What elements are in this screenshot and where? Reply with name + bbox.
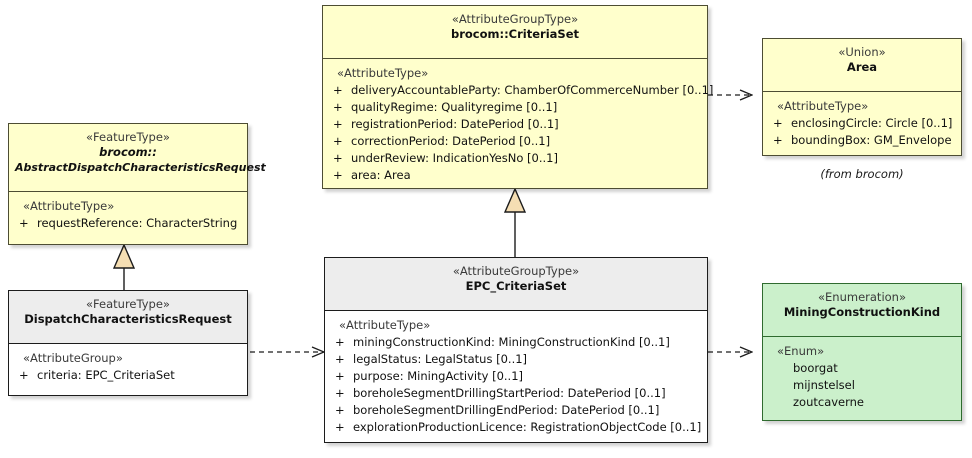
class-name: MiningConstructionKind [783, 305, 941, 319]
attribute-visibility: + [335, 335, 345, 349]
attribute-visibility: + [333, 134, 343, 148]
attribute-group-stereotype: «AttributeType» [337, 66, 429, 80]
class-name-line-1: brocom:: [99, 145, 157, 159]
attribute-group-stereotype: «AttributeType» [777, 99, 869, 113]
attribute-visibility: + [773, 133, 783, 147]
attribute-signature: registrationPeriod: DatePeriod [0..1] [351, 117, 559, 131]
attribute-row: + criteria: EPC_CriteriaSet [17, 367, 243, 384]
attribute-signature: qualityRegime: Qualityregime [0..1] [351, 100, 558, 114]
class-header-mining-construction-kind: «Enumeration» MiningConstructionKind [763, 284, 961, 337]
attribute-visibility: + [335, 352, 345, 366]
class-name: brocom::CriteriaSet [450, 27, 579, 41]
attribute-signature: legalStatus: LegalStatus [0..1] [353, 352, 528, 366]
class-box-epc-criteriaset[interactable]: «AttributeGroupType» EPC_CriteriaSet «At… [324, 257, 708, 443]
class-box-dispatch-characteristics-request[interactable]: «FeatureType» DispatchCharacteristicsReq… [8, 290, 248, 396]
class-name: DispatchCharacteristicsRequest [24, 312, 232, 326]
enum-literal: boorgat [793, 361, 838, 375]
class-stereotype: «FeatureType» [86, 297, 170, 311]
class-stereotype: «Enumeration» [818, 290, 906, 304]
attribute-group-stereotype: «AttributeGroup» [23, 351, 123, 365]
attribute-row: + area: Area [331, 167, 703, 184]
class-stereotype: «AttributeGroupType» [452, 264, 580, 278]
attribute-visibility: + [333, 100, 343, 114]
attribute-visibility: + [333, 83, 343, 97]
generalization-epc-to-criteriaset [503, 187, 527, 257]
class-body-mining-construction-kind: «Enum» boorgat mijnstelsel zoutcaverne [763, 337, 961, 417]
attribute-row: + boundingBox: GM_Envelope [771, 132, 957, 149]
attribute-visibility: + [333, 117, 343, 131]
class-header-dispatch-characteristics-request: «FeatureType» DispatchCharacteristicsReq… [9, 291, 247, 344]
package-note-area: (from brocom) [820, 167, 904, 181]
class-stereotype: «AttributeGroupType» [451, 12, 579, 26]
attribute-signature: miningConstructionKind: MiningConstructi… [353, 335, 670, 349]
attribute-signature: underReview: IndicationYesNo [0..1] [351, 151, 558, 165]
attribute-signature: area: Area [351, 168, 411, 182]
class-box-criteriaset[interactable]: «AttributeGroupType» brocom::CriteriaSet… [322, 5, 713, 190]
attribute-visibility: + [333, 151, 343, 165]
attribute-signature: explorationProductionLicence: Registrati… [353, 420, 702, 434]
attribute-row: + underReview: IndicationYesNo [0..1] [331, 150, 703, 167]
class-box-abstract-dispatch-characteristics-request[interactable]: «FeatureType» brocom:: AbstractDispatchC… [8, 123, 266, 245]
class-body-area: «AttributeType» + enclosingCircle: Circl… [763, 92, 961, 155]
attribute-visibility: + [19, 216, 29, 230]
attribute-visibility: + [335, 403, 345, 417]
attribute-visibility: + [333, 168, 343, 182]
attribute-row: + legalStatus: LegalStatus [0..1] [333, 351, 703, 368]
class-name: EPC_CriteriaSet [465, 279, 567, 293]
enum-literal: zoutcaverne [793, 395, 865, 409]
class-body-abstract-dispatch-characteristics-request: «AttributeType» + requestReference: Char… [9, 192, 247, 238]
attribute-row: + deliveryAccountableParty: ChamberOfCom… [331, 82, 713, 99]
attribute-row: + boreholeSegmentDrillingStartPeriod: Da… [333, 385, 703, 402]
class-header-epc-criteriaset: «AttributeGroupType» EPC_CriteriaSet [325, 258, 707, 311]
class-header-criteriaset: «AttributeGroupType» brocom::CriteriaSet [323, 6, 707, 59]
class-box-mining-construction-kind[interactable]: «Enumeration» MiningConstructionKind «En… [762, 283, 962, 421]
attribute-visibility: + [335, 386, 345, 400]
attribute-row: + qualityRegime: Qualityregime [0..1] [331, 99, 703, 116]
attribute-signature: enclosingCircle: Circle [0..1] [791, 116, 953, 130]
attribute-row: + registrationPeriod: DatePeriod [0..1] [331, 116, 703, 133]
class-name: Area [846, 60, 878, 74]
attribute-visibility: + [773, 116, 783, 130]
attribute-visibility: + [335, 369, 345, 383]
class-body-dispatch-characteristics-request: «AttributeGroup» + criteria: EPC_Criteri… [9, 344, 247, 390]
attribute-row: + miningConstructionKind: MiningConstruc… [333, 334, 703, 351]
attribute-group-stereotype: «AttributeType» [23, 199, 115, 213]
attribute-row: + requestReference: CharacterString [17, 215, 243, 232]
attribute-row: + explorationProductionLicence: Registra… [333, 419, 703, 436]
class-stereotype: «Union» [838, 45, 886, 59]
attribute-row: + correctionPeriod: DatePeriod [0..1] [331, 133, 703, 150]
attribute-signature: correctionPeriod: DatePeriod [0..1] [351, 134, 551, 148]
attribute-row: + purpose: MiningActivity [0..1] [333, 368, 703, 385]
class-header-area: «Union» Area [763, 39, 961, 92]
attribute-signature: requestReference: CharacterString [37, 216, 238, 230]
attribute-row: + enclosingCircle: Circle [0..1] [771, 115, 957, 132]
enum-literal: mijnstelsel [793, 378, 855, 392]
attribute-visibility: + [19, 368, 29, 382]
class-box-area[interactable]: «Union» Area «AttributeType» + enclosing… [762, 38, 962, 156]
class-stereotype: «FeatureType» [86, 130, 170, 144]
attribute-signature: boreholeSegmentDrillingEndPeriod: DatePe… [353, 403, 660, 417]
attribute-signature: boundingBox: GM_Envelope [791, 133, 952, 147]
attribute-signature: purpose: MiningActivity [0..1] [353, 369, 524, 383]
class-name-line-2: AbstractDispatchCharacteristicsRequest [15, 161, 266, 174]
attribute-signature: criteria: EPC_CriteriaSet [37, 368, 175, 382]
attribute-visibility: + [335, 420, 345, 434]
attribute-signature: deliveryAccountableParty: ChamberOfComme… [351, 83, 714, 97]
attribute-signature: boreholeSegmentDrillingStartPeriod: Date… [353, 386, 666, 400]
attribute-row: + boreholeSegmentDrillingEndPeriod: Date… [333, 402, 703, 419]
class-body-criteriaset: «AttributeType» + deliveryAccountablePar… [323, 59, 713, 190]
enum-group-stereotype: «Enum» [777, 344, 825, 358]
class-body-epc-criteriaset: «AttributeType» + miningConstructionKind… [325, 311, 707, 442]
generalization-dispatchrequest-to-abstract [112, 243, 136, 290]
class-header-abstract-dispatch-characteristics-request: «FeatureType» brocom:: AbstractDispatchC… [9, 124, 266, 192]
attribute-group-stereotype: «AttributeType» [339, 318, 431, 332]
